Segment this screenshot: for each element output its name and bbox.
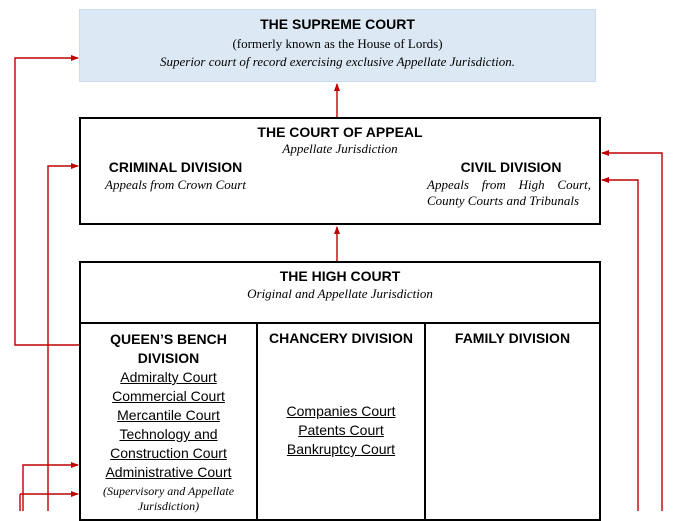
criminal-division-description: Appeals from Crown Court [105,177,246,192]
arrow-lower-to-administrative [22,462,79,511]
court-link-technology-line2[interactable]: Construction Court [110,445,227,461]
court-of-appeal-box: THE COURT OF APPEAL Appellate Jurisdicti… [79,117,601,225]
civil-division-description-line2: County Courts and Tribunals [427,193,580,208]
queens-bench-note-line2: Jurisdiction) [137,499,200,513]
high-court-header-divider [81,322,599,324]
queens-bench-note-line1: (Supervisory and Appellate [102,484,235,498]
court-link-administrative[interactable]: Administrative Court [105,464,232,480]
civil-division-title: CIVIL DIVISION [460,159,562,175]
high-court-title: THE HIGH COURT [279,268,401,284]
column-divider-1 [256,322,258,519]
queens-bench-division: QUEEN’S BENCH DIVISION Admiralty Court C… [81,324,256,514]
supreme-court-box: THE SUPREME COURT (formerly known as the… [79,9,596,82]
arrow-qb-to-supreme [14,55,79,346]
supreme-court-description: Superior court of record exercising excl… [159,54,515,69]
court-link-companies[interactable]: Companies Court [286,403,396,419]
chancery-division: CHANCERY DIVISION Companies Court Patent… [258,324,424,459]
civil-division: CIVIL DIVISION Appeals from High Court, … [427,159,591,209]
supreme-court-subtitle: (formerly known as the House of Lords) [232,36,443,51]
family-division: FAMILY DIVISION [426,324,599,346]
family-division-title: FAMILY DIVISION [454,330,571,346]
queens-bench-title-line1: QUEEN’S BENCH [110,331,227,347]
column-divider-2 [424,322,426,519]
arrow-lower-to-criminal [47,163,79,511]
high-court-box: THE HIGH COURT Original and Appellate Ju… [79,261,601,521]
high-court-subtitle: Original and Appellate Jurisdiction [247,286,433,301]
court-link-mercantile[interactable]: Mercantile Court [117,407,220,423]
criminal-division: CRIMINAL DIVISION Appeals from Crown Cou… [105,159,246,193]
queens-bench-title-line2: DIVISION [137,350,200,366]
chancery-division-title: CHANCERY DIVISION [269,330,413,346]
court-link-bankruptcy[interactable]: Bankruptcy Court [286,441,396,457]
arrow-lower-to-appeal-right [601,150,663,511]
court-of-appeal-subtitle: Appellate Jurisdiction [282,141,398,156]
court-link-patents[interactable]: Patents Court [298,422,384,438]
arrow-lower-to-civil [601,177,639,511]
criminal-division-title: CRIMINAL DIVISION [108,159,243,175]
court-link-technology-line1[interactable]: Technology and [119,426,218,442]
civil-division-description-line1: Appeals from High Court, [427,177,591,192]
court-link-admiralty[interactable]: Admiralty Court [120,369,217,385]
court-of-appeal-title: THE COURT OF APPEAL [257,124,423,140]
court-link-commercial[interactable]: Commercial Court [112,388,225,404]
supreme-court-title: THE SUPREME COURT [260,16,415,32]
